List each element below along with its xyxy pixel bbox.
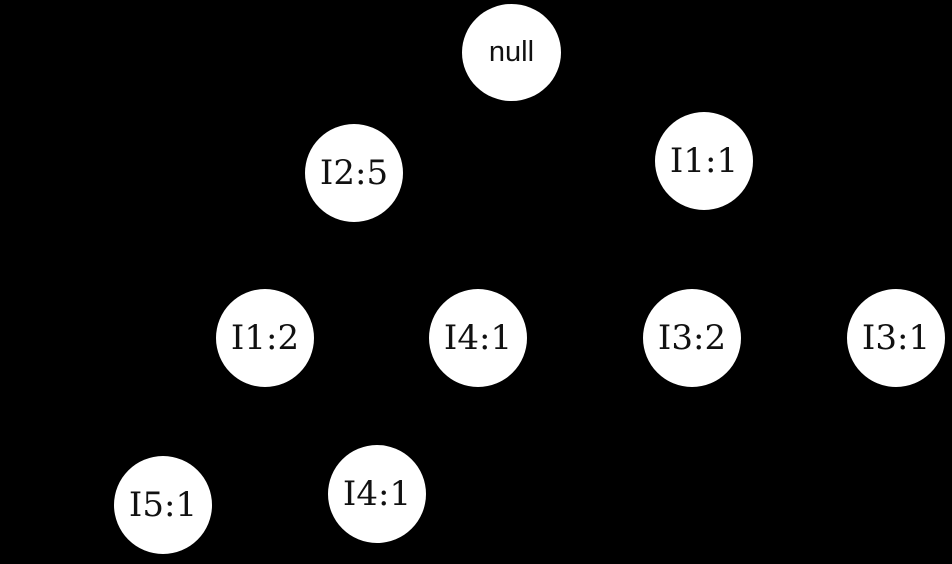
node-i4-1-a: I4:1	[429, 289, 527, 387]
node-i3-2: I3:2	[643, 289, 741, 387]
node-i3-1: I3:1	[847, 289, 945, 387]
node-i2-5: I2:5	[305, 124, 403, 222]
node-i4-1-b: I4:1	[328, 445, 426, 543]
node-i5-1: I5:1	[114, 456, 212, 554]
node-label: I4:1	[443, 318, 513, 358]
node-label: I2:5	[319, 153, 389, 193]
node-null: null	[462, 4, 561, 101]
node-label: I3:2	[657, 318, 727, 358]
node-label: null	[488, 36, 535, 68]
node-i1-1: I1:1	[655, 112, 753, 210]
node-label: I4:1	[342, 474, 412, 514]
node-i1-2: I1:2	[216, 289, 314, 387]
node-label: I1:1	[669, 141, 739, 181]
node-label: I3:1	[861, 318, 931, 358]
node-label: I1:2	[230, 318, 300, 358]
node-label: I5:1	[128, 485, 198, 525]
